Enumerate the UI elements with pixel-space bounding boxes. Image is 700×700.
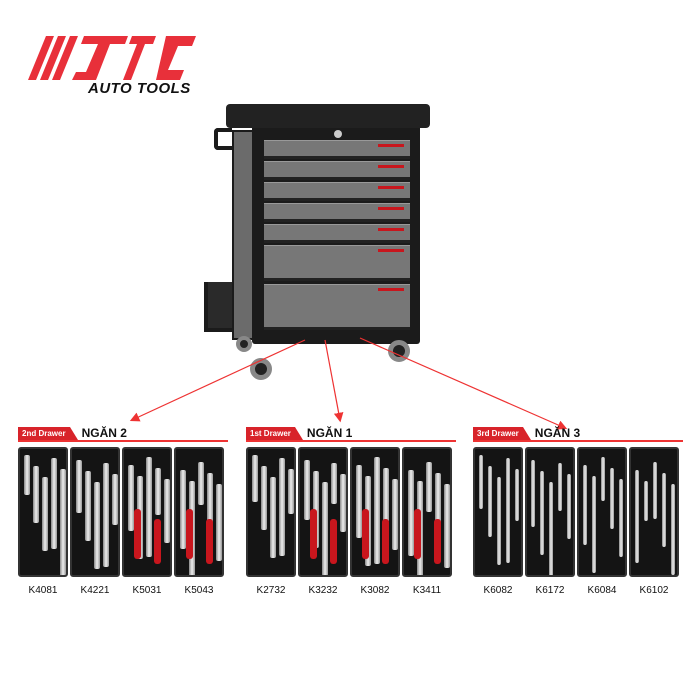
section-title: NGĂN 1 — [306, 426, 353, 440]
item-code: K2732 — [256, 585, 286, 596]
drawer-badge: 3rd Drawer — [473, 427, 531, 440]
drawer-badge: 2nd Drawer — [18, 427, 78, 440]
wheel — [236, 336, 252, 352]
tool-tray — [122, 447, 172, 577]
tool-tray — [525, 447, 575, 577]
arrow-drawer-3 — [359, 337, 568, 430]
tool-tray — [402, 447, 452, 577]
tool-tray — [577, 447, 627, 577]
cabinet-top-tray — [226, 104, 430, 128]
item-code: K6102 — [639, 585, 669, 596]
item-code: K5031 — [132, 585, 162, 596]
tool-tray — [18, 447, 68, 577]
drawer — [264, 140, 410, 159]
tool-tray — [246, 447, 296, 577]
drawer — [264, 182, 410, 201]
item-code: K5043 — [184, 585, 214, 596]
cabinet-handle — [214, 128, 232, 150]
tool-tray — [174, 447, 224, 577]
item-code: K4081 — [28, 585, 58, 596]
drawer — [264, 161, 410, 180]
arrow-drawer-1 — [324, 339, 344, 423]
item-code: K6082 — [483, 585, 513, 596]
tool-tray — [350, 447, 400, 577]
brand-tagline: AUTO TOOLS — [88, 80, 191, 97]
tool-tray — [629, 447, 679, 577]
drawer-badge: 1st Drawer — [246, 427, 303, 440]
item-code: K6084 — [587, 585, 617, 596]
tool-tray — [70, 447, 120, 577]
arrow-drawer-2 — [129, 339, 306, 422]
drawer — [264, 284, 410, 330]
drawer — [264, 203, 410, 222]
jtc-logo-icon — [28, 36, 196, 80]
brand-logo: AUTO TOOLS — [28, 36, 198, 100]
drawer — [264, 224, 410, 243]
tool-tray — [298, 447, 348, 577]
section-title: NGĂN 2 — [81, 426, 127, 440]
tool-tray — [473, 447, 523, 577]
item-code: K3232 — [308, 585, 338, 596]
item-code: K6172 — [535, 585, 565, 596]
item-code: K3411 — [412, 585, 442, 596]
drawer — [264, 245, 410, 281]
section-title: NGĂN 3 — [534, 426, 581, 440]
item-code: K4221 — [80, 585, 110, 596]
lock-icon — [334, 130, 342, 138]
item-code: K3082 — [360, 585, 390, 596]
